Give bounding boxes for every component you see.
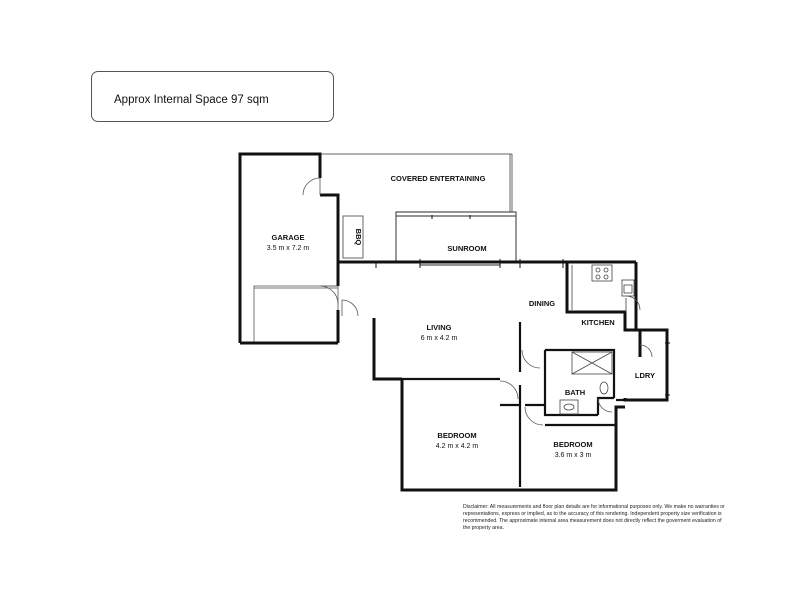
- window-marks: [375, 215, 670, 396]
- disclaimer-text: Disclaimer: All measurements and floor p…: [463, 504, 725, 531]
- garage-door: [253, 285, 339, 343]
- living-dims: 6 m x 4.2 m: [421, 335, 458, 342]
- living-label: LIVING: [426, 323, 451, 332]
- covered-entertaining-outline: [321, 153, 513, 212]
- sunroom-label: SUNROOM: [447, 244, 486, 253]
- sunroom-outline: [395, 211, 517, 266]
- bedroom-1-dims: 4.2 m x 4.2 m: [436, 443, 479, 450]
- laundry-label: LDRY: [635, 371, 655, 380]
- bedroom-1-label: BEDROOM: [437, 431, 476, 440]
- fixtures: [559, 264, 641, 415]
- bbq-box: [342, 215, 364, 259]
- door-swings: [302, 177, 653, 426]
- internal-space-label: Approx Internal Space 97 sqm: [114, 94, 269, 106]
- kitchen-label: KITCHEN: [581, 318, 614, 327]
- bedroom-2-dims: 3.6 m x 3 m: [555, 452, 592, 459]
- interior-walls: [402, 322, 625, 487]
- dining-label: DINING: [529, 299, 555, 308]
- bath-label: BATH: [565, 388, 585, 397]
- bbq-label: BBQ: [354, 229, 363, 246]
- internal-space-box: Approx Internal Space 97 sqm: [91, 71, 334, 122]
- garage-dims: 3.5 m x 7.2 m: [267, 245, 310, 252]
- garage-label: GARAGE: [272, 233, 305, 242]
- bedroom-2-label: BEDROOM: [553, 440, 592, 449]
- covered-entertaining-label: COVERED ENTERTAINING: [391, 174, 486, 183]
